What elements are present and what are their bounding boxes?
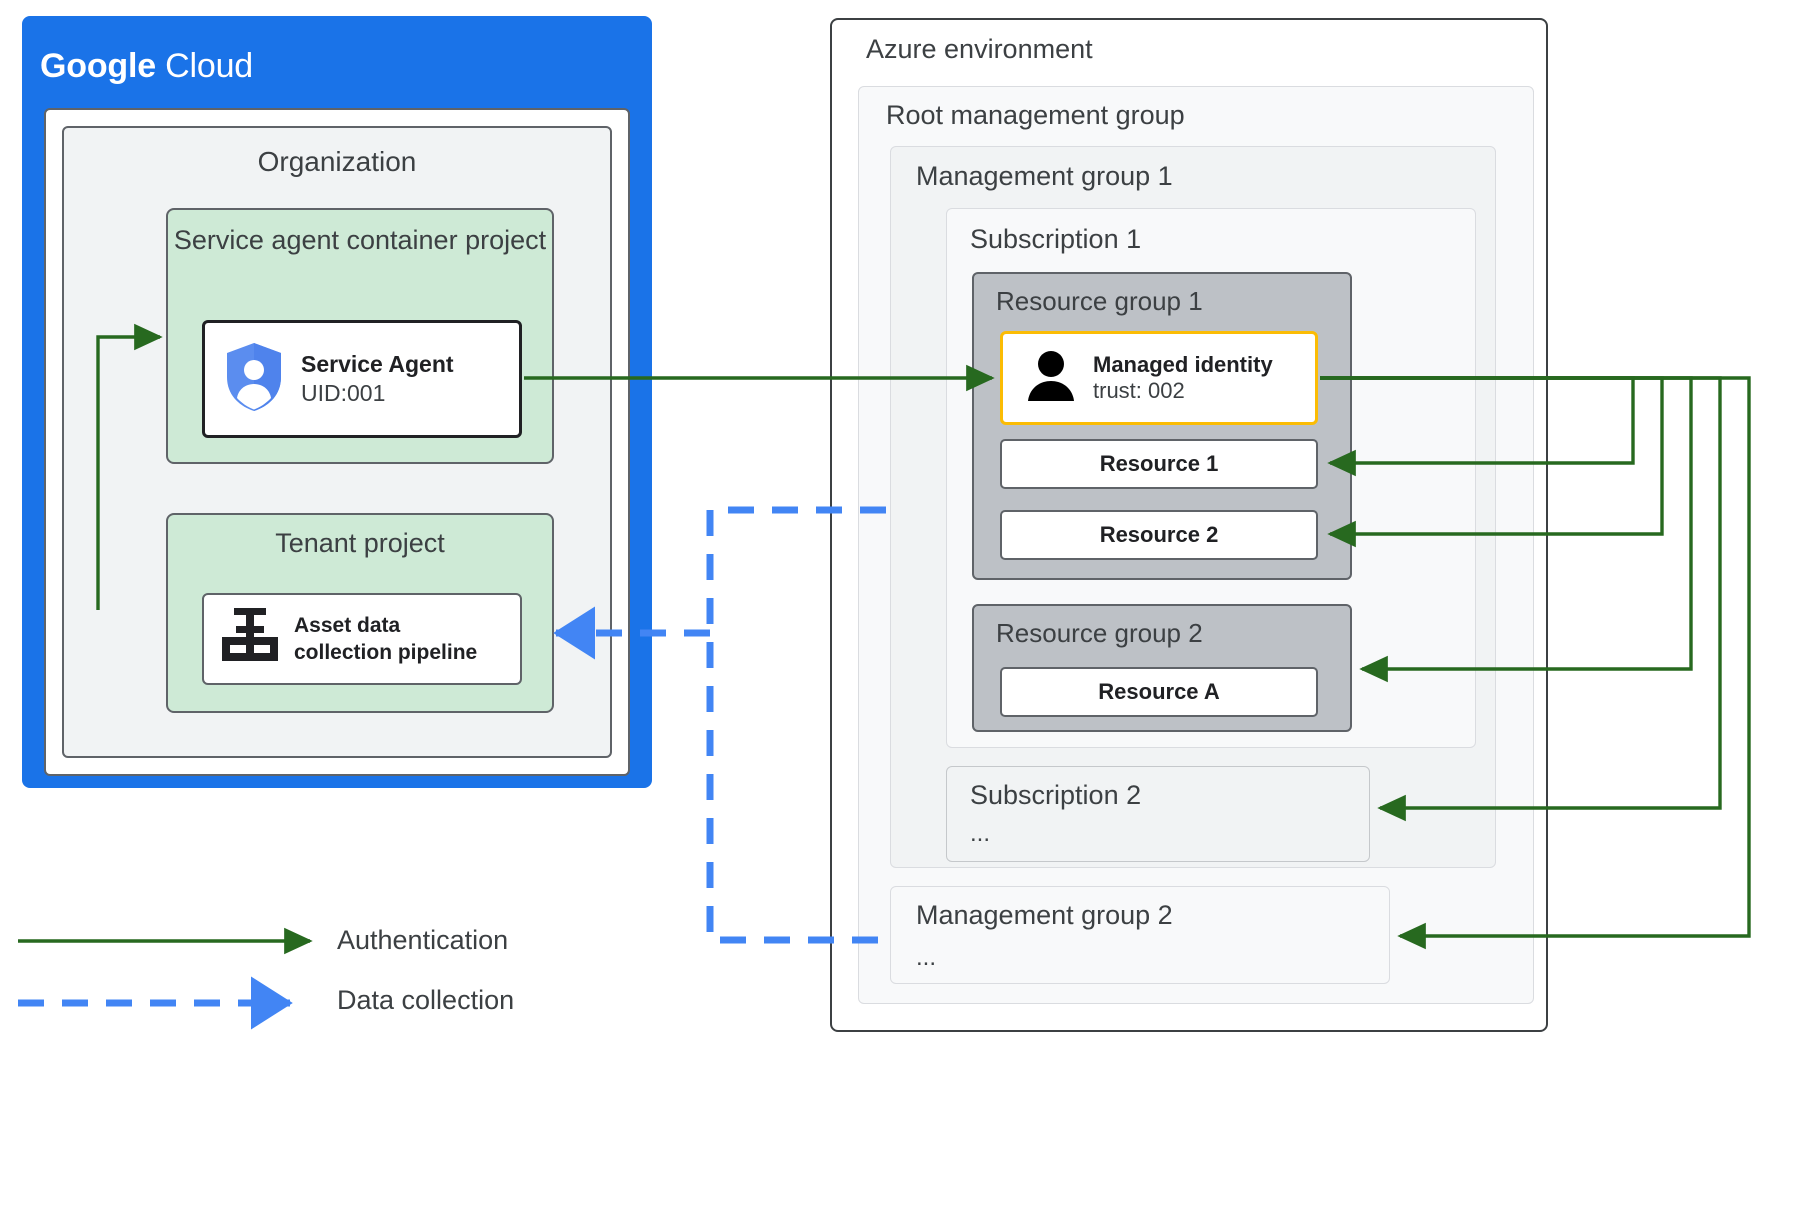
managed-identity-trust: trust: 002: [1093, 378, 1185, 403]
subscription-2-title: Subscription 2: [970, 780, 1142, 810]
azure-environment-title: Azure environment: [866, 34, 1093, 64]
tenant-project-title: Tenant project: [275, 528, 445, 558]
service-agent-text: Service Agent UID:001: [301, 351, 454, 407]
resource-a-label: Resource A: [1098, 679, 1220, 704]
service-agent-name: Service Agent: [301, 351, 454, 377]
management-group-2-title: Management group 2: [916, 900, 1173, 930]
resource-1-card[interactable]: Resource 1: [1000, 439, 1318, 489]
legend-data-collection-label: Data collection: [337, 985, 515, 1015]
subscription-2-ellipsis: ...: [970, 820, 991, 847]
service-agent-card[interactable]: Service Agent UID:001: [202, 320, 522, 438]
google-cloud-logo-bold: Google: [40, 47, 156, 85]
managed-identity-text: Managed identity trust: 002: [1093, 352, 1273, 404]
resource-1-label: Resource 1: [1099, 451, 1219, 476]
resource-group-1-title: Resource group 1: [996, 286, 1203, 316]
service-agent-uid: UID:001: [301, 380, 386, 406]
pipeline-label-line1: Asset data: [294, 614, 401, 637]
legend-authentication-label: Authentication: [337, 925, 509, 955]
service-agent-container-title: Service agent container project: [173, 225, 547, 255]
person-icon: [1025, 348, 1077, 409]
resource-2-label: Resource 2: [1099, 522, 1219, 547]
subscription-1-title: Subscription 1: [970, 224, 1142, 254]
managed-identity-card[interactable]: Managed identity trust: 002: [1000, 331, 1318, 425]
management-group-2-container: [890, 886, 1390, 984]
management-group-2-ellipsis: ...: [916, 944, 937, 971]
pipeline-label-line2: collection pipeline: [294, 641, 478, 664]
management-group-1-title: Management group 1: [916, 161, 1173, 191]
root-management-group-title: Root management group: [886, 100, 1185, 130]
shield-person-icon: [223, 341, 285, 418]
resource-2-card[interactable]: Resource 2: [1000, 510, 1318, 560]
resource-a-card[interactable]: Resource A: [1000, 667, 1318, 717]
google-cloud-logo-regular: Cloud: [165, 47, 254, 85]
pipeline-valve-icon: [220, 606, 280, 673]
asset-data-collection-pipeline-card[interactable]: Asset data collection pipeline: [202, 593, 522, 685]
subscription-2-container: [946, 766, 1370, 862]
resource-group-2-title: Resource group 2: [996, 618, 1203, 648]
google-cloud-logo: Google Cloud: [40, 44, 340, 88]
pipeline-label: Asset data collection pipeline: [294, 612, 477, 666]
organization-title: Organization: [257, 146, 417, 177]
managed-identity-name: Managed identity: [1093, 352, 1273, 377]
